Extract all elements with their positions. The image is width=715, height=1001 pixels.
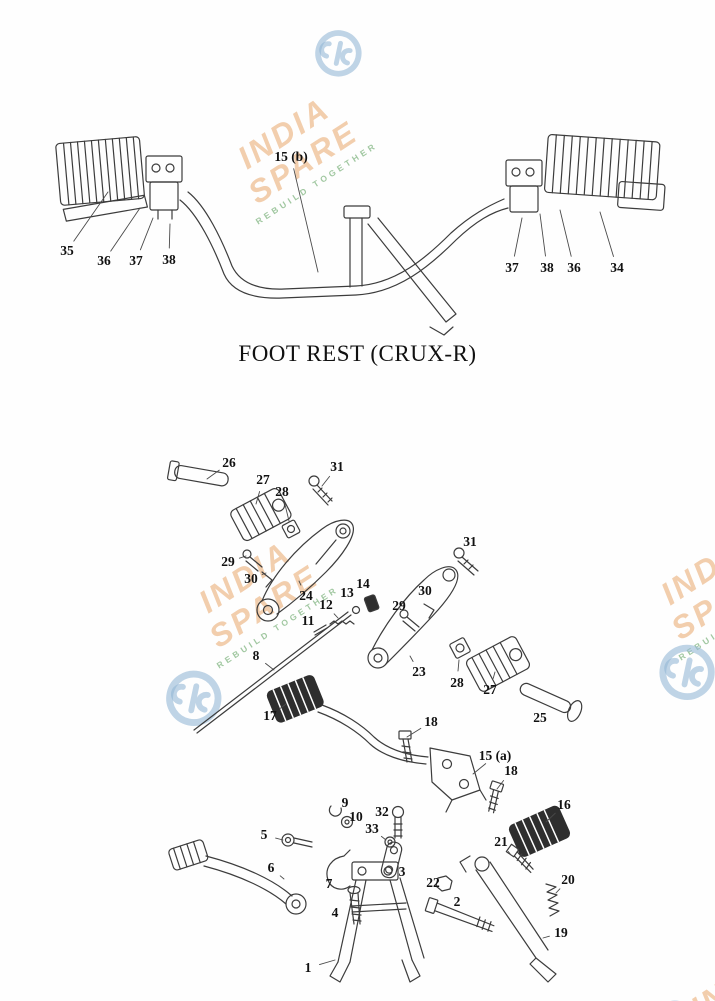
circlip-9 xyxy=(328,805,342,817)
washer-28-upper xyxy=(281,519,301,539)
rod-25 xyxy=(519,682,583,722)
bolt-29-right xyxy=(399,609,420,632)
screw-31-right xyxy=(453,547,479,576)
clip-30-left xyxy=(261,571,273,588)
leader-line xyxy=(409,655,414,662)
leader-line xyxy=(279,875,285,880)
lever-24 xyxy=(256,519,354,622)
rod-8 xyxy=(193,611,352,734)
leader-line xyxy=(380,835,387,841)
leader-line xyxy=(457,659,460,672)
rubber-27-upper xyxy=(230,488,292,542)
leader-line xyxy=(265,662,275,671)
right-bracket xyxy=(505,159,543,213)
link-3 xyxy=(380,841,403,879)
left-bracket xyxy=(145,155,183,220)
pin-14 xyxy=(363,594,380,613)
side-stand-19 xyxy=(459,855,557,983)
leader-lines xyxy=(73,168,614,966)
leader-line xyxy=(279,703,287,710)
left-footrest-grip xyxy=(55,136,149,222)
page-title: FOOT REST (CRUX-R) xyxy=(238,341,477,366)
bolt-18-upper xyxy=(398,730,413,763)
spring-12 xyxy=(329,620,355,625)
screw-31-upper xyxy=(308,475,333,506)
bracket-15a xyxy=(429,747,487,813)
leader-line xyxy=(238,555,247,559)
leader-line xyxy=(255,491,261,505)
pin-26 xyxy=(166,460,229,487)
leader-line xyxy=(406,727,422,738)
leader-line xyxy=(168,223,171,249)
bolt-29-left xyxy=(242,549,263,572)
leader-line xyxy=(545,812,556,823)
leader-line xyxy=(275,837,284,841)
leader-line xyxy=(472,763,487,775)
leader-line xyxy=(298,580,302,586)
leader-line xyxy=(261,572,267,575)
washer-28-right xyxy=(449,637,471,659)
leader-line xyxy=(507,851,512,856)
screw-4 xyxy=(347,885,362,925)
leader-line xyxy=(110,207,141,252)
leader-line xyxy=(206,469,220,480)
spring-hook-7 xyxy=(326,849,351,890)
bolt-2 xyxy=(424,897,495,933)
leader-line xyxy=(73,191,109,242)
rubber-16 xyxy=(508,805,571,857)
clip-30-right xyxy=(423,603,435,619)
leader-line xyxy=(492,671,496,679)
rubber-17 xyxy=(266,675,324,723)
top-assembly xyxy=(55,133,666,336)
footrest-bar xyxy=(179,191,509,299)
leader-line xyxy=(139,217,154,251)
leader-line xyxy=(539,213,546,257)
leader-line xyxy=(496,780,505,790)
spring-20 xyxy=(545,883,560,917)
leader-line xyxy=(555,888,561,894)
right-footrest-grip xyxy=(543,133,666,211)
leader-line xyxy=(284,503,290,522)
center-bar xyxy=(317,704,429,765)
center-stay xyxy=(343,205,457,336)
leader-line xyxy=(333,613,339,619)
ball-13 xyxy=(351,605,361,615)
leader-line xyxy=(559,209,572,257)
pivot-5 xyxy=(281,833,313,848)
leader-line xyxy=(542,935,550,939)
brake-pedal-6 xyxy=(168,839,307,915)
leader-line xyxy=(293,168,319,273)
nut-22 xyxy=(435,875,453,892)
washer-10 xyxy=(340,815,354,829)
washer-33 xyxy=(384,836,396,848)
main-stand-1 xyxy=(329,861,425,983)
leader-line xyxy=(319,959,336,966)
leader-line xyxy=(321,475,331,487)
leader-line xyxy=(599,211,614,257)
leader-line xyxy=(513,217,523,257)
bolt-18-lower xyxy=(488,780,505,814)
exploded-view xyxy=(166,460,583,983)
bolt-32 xyxy=(391,805,405,839)
rubber-27-right xyxy=(465,636,531,692)
lever-23 xyxy=(367,566,459,669)
